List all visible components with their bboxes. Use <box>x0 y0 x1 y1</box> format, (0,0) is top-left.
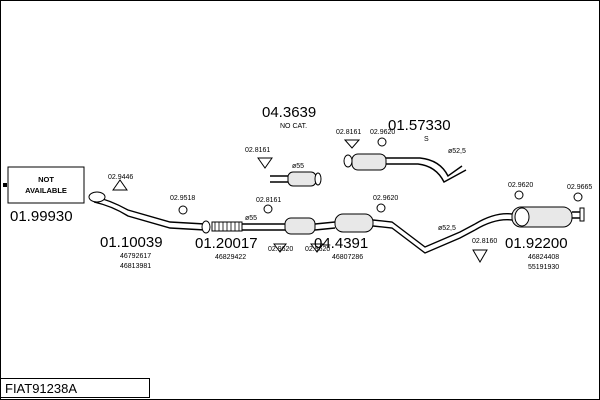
part-note-p7: S <box>424 136 429 143</box>
small-code-s7: 02.8161 <box>245 147 270 154</box>
part-ref-p2-2: 46813981 <box>120 263 151 270</box>
centre-section-drawing <box>284 213 476 254</box>
flex-pipe-drawing <box>211 221 285 232</box>
not-available-line1: NOT <box>38 175 54 184</box>
small-code-s2: 02.9518 <box>170 195 195 202</box>
not-available-line2: AVAILABLE <box>25 186 67 195</box>
exhaust-diagram: NOT AVAILABLE <box>3 104 592 271</box>
diameter-label-1: ø55 <box>245 215 257 222</box>
small-code-s8: 02.8161 <box>336 129 361 136</box>
part-code-p4: 04.4391 <box>314 235 368 252</box>
not-available-box: NOT AVAILABLE <box>3 166 85 204</box>
upper-silencer-drawing <box>343 153 467 183</box>
part-ref-p5-1: 46824408 <box>528 254 559 261</box>
small-code-s9: 02.9620 <box>370 129 395 136</box>
diameter-label-2: ø55 <box>292 163 304 170</box>
part-ref-p4-1: 46807286 <box>332 254 363 261</box>
diameter-label-4: ø52,5 <box>448 148 466 155</box>
small-code-s10: 02.8160 <box>472 238 497 245</box>
part-code-p2: 01.10039 <box>100 234 163 251</box>
small-code-s5: 02.9620 <box>305 246 330 253</box>
part-note-p6: NO CAT. <box>280 123 307 130</box>
small-code-s11: 02.9620 <box>508 182 533 189</box>
small-code-s6: 02.9620 <box>373 195 398 202</box>
part-ref-p5-2: 55191930 <box>528 264 559 271</box>
small-parts-drawing <box>112 137 583 263</box>
small-code-s3: 02.8161 <box>256 197 281 204</box>
model-code: FIAT91238A <box>5 381 78 396</box>
front-pipe-drawing <box>88 191 211 234</box>
rear-silencer-drawing <box>474 206 585 231</box>
small-code-s12: 02.9665 <box>567 184 592 191</box>
part-code-p6: 04.3639 <box>262 104 316 121</box>
part-ref-p3-1: 46829422 <box>215 254 246 261</box>
small-code-s4: 02.9620 <box>268 246 293 253</box>
part-code-p7: 01.57330 <box>388 117 451 134</box>
part-code-p5: 01.92200 <box>505 235 568 252</box>
diameter-label-3: ø52,5 <box>438 225 456 232</box>
upper-cat-drawing <box>270 171 322 187</box>
part-ref-p2-1: 46792617 <box>120 253 151 260</box>
small-code-s1: 02.9446 <box>108 174 133 181</box>
part-code-p1: 01.99930 <box>10 208 73 225</box>
model-code-box: FIAT91238A <box>0 378 150 398</box>
part-code-p3: 01.20017 <box>195 235 258 252</box>
